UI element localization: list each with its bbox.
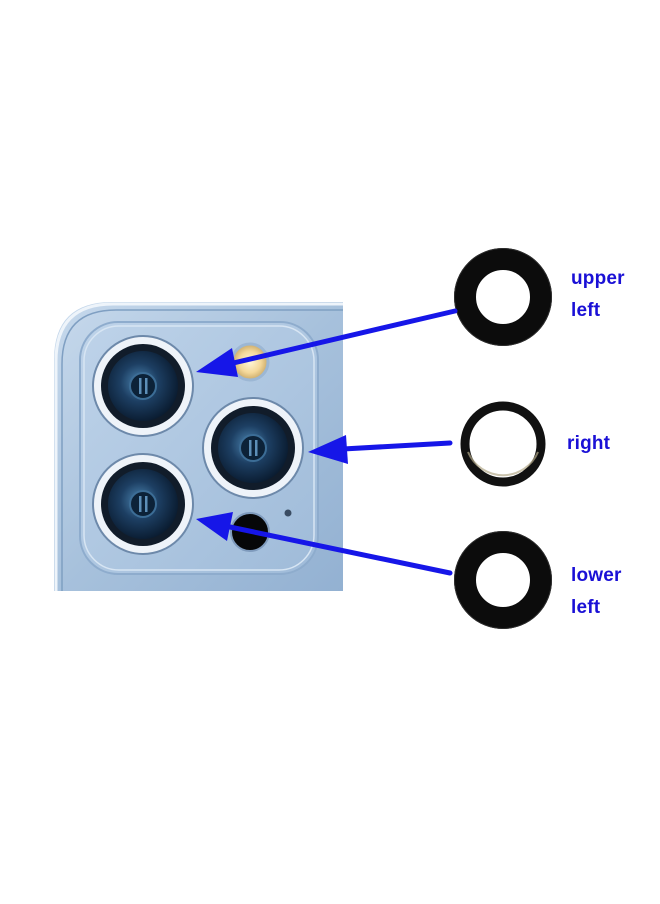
upper-left-label: upper left [571, 263, 625, 327]
upper-left-label-line-2: left [571, 300, 601, 321]
right-label-line-1: right [567, 433, 611, 454]
upper-left-lens [92, 335, 194, 437]
right-lens [202, 397, 304, 499]
arrow-head-right [308, 435, 348, 464]
upper-left-lens-cover-icon [454, 248, 552, 346]
arrow-icon [340, 440, 453, 452]
arrow-head-lower-left [196, 512, 233, 541]
lower-left-label: lower left [571, 560, 622, 624]
arrow-icon [227, 524, 453, 576]
lower-left-lens-cover-icon [454, 531, 552, 629]
arrow-head-upper-left [196, 348, 238, 377]
right-lens-cover-icon [460, 401, 546, 487]
lower-left-lens [92, 453, 194, 555]
upper-left-label-line-1: upper [571, 268, 625, 289]
microphone-icon [284, 509, 292, 517]
right-label: right [567, 428, 610, 460]
arrow-icon [226, 308, 458, 367]
lower-left-label-line-2: left [571, 597, 601, 618]
camera-module-photo [54, 300, 343, 591]
lower-left-label-line-1: lower [571, 565, 622, 586]
